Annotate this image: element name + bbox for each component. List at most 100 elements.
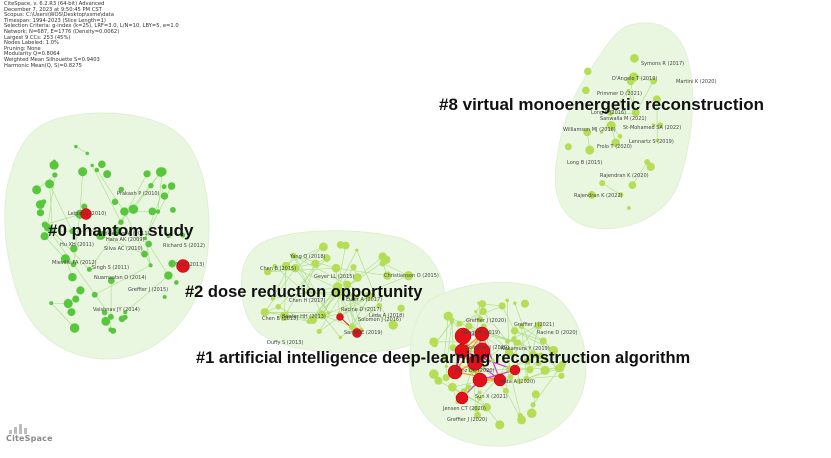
reference-node[interactable] <box>155 167 166 177</box>
reference-node[interactable] <box>447 382 457 392</box>
reference-node[interactable] <box>98 160 106 169</box>
reference-node[interactable] <box>180 232 186 238</box>
reference-node[interactable] <box>70 244 78 253</box>
reference-node[interactable] <box>502 387 509 394</box>
reference-node[interactable] <box>543 356 548 361</box>
reference-node[interactable] <box>403 271 414 281</box>
reference-node[interactable] <box>169 206 176 213</box>
reference-node[interactable] <box>531 390 540 399</box>
burst-node[interactable] <box>454 343 470 359</box>
reference-node[interactable] <box>479 307 487 316</box>
reference-node[interactable] <box>118 186 125 193</box>
reference-node[interactable] <box>587 191 596 199</box>
reference-node[interactable] <box>528 350 537 359</box>
reference-node[interactable] <box>63 298 73 309</box>
reference-node[interactable] <box>655 138 660 143</box>
reference-node[interactable] <box>644 159 651 165</box>
reference-node[interactable] <box>348 323 355 330</box>
reference-node[interactable] <box>443 311 453 321</box>
reference-node[interactable] <box>350 264 357 271</box>
reference-node[interactable] <box>326 311 331 315</box>
reference-node[interactable] <box>444 364 448 368</box>
reference-node[interactable] <box>628 181 637 189</box>
reference-node[interactable] <box>349 293 354 298</box>
reference-node[interactable] <box>332 282 343 292</box>
reference-node[interactable] <box>517 415 527 425</box>
reference-node[interactable] <box>558 360 566 369</box>
reference-node[interactable] <box>465 384 472 391</box>
reference-node[interactable] <box>526 365 534 374</box>
reference-node[interactable] <box>652 95 661 104</box>
reference-node[interactable] <box>319 242 328 252</box>
reference-node[interactable] <box>498 302 506 310</box>
reference-node[interactable] <box>354 294 360 300</box>
reference-node[interactable] <box>355 248 359 252</box>
reference-node[interactable] <box>155 209 161 214</box>
reference-node[interactable] <box>465 322 473 330</box>
reference-node[interactable] <box>478 300 487 308</box>
reference-node[interactable] <box>627 206 631 210</box>
reference-node[interactable] <box>558 372 565 379</box>
burst-node[interactable] <box>336 313 344 321</box>
reference-node[interactable] <box>530 402 536 408</box>
reference-node[interactable] <box>646 162 655 171</box>
reference-node[interactable] <box>322 254 331 262</box>
reference-node[interactable] <box>474 411 482 419</box>
reference-node[interactable] <box>41 221 49 228</box>
reference-node[interactable] <box>161 184 167 190</box>
reference-node[interactable] <box>526 408 537 419</box>
reference-node[interactable] <box>162 294 167 300</box>
reference-node[interactable] <box>308 315 318 325</box>
reference-node[interactable] <box>630 53 639 63</box>
reference-node[interactable] <box>67 308 76 317</box>
reference-node[interactable] <box>650 77 657 85</box>
reference-node[interactable] <box>505 338 510 344</box>
reference-node[interactable] <box>585 145 595 155</box>
reference-node[interactable] <box>534 321 543 330</box>
reference-node[interactable] <box>434 376 443 385</box>
burst-node[interactable] <box>474 326 490 342</box>
reference-node[interactable] <box>166 233 171 239</box>
reference-node[interactable] <box>103 170 112 179</box>
reference-node[interactable] <box>85 151 90 156</box>
reference-node[interactable] <box>365 292 374 301</box>
cluster-label-1[interactable]: #1 artificial intelligence deep-learning… <box>196 349 690 367</box>
reference-node[interactable] <box>281 261 291 271</box>
reference-node[interactable] <box>108 327 114 333</box>
burst-node[interactable] <box>447 364 463 380</box>
reference-node[interactable] <box>41 199 47 205</box>
reference-node[interactable] <box>651 123 656 127</box>
reference-node[interactable] <box>291 264 300 273</box>
reference-node[interactable] <box>69 228 76 235</box>
reference-node[interactable] <box>607 110 614 117</box>
reference-node[interactable] <box>518 323 525 329</box>
reference-node[interactable] <box>449 344 457 352</box>
reference-node[interactable] <box>270 296 275 301</box>
reference-node[interactable] <box>101 316 111 326</box>
reference-node[interactable] <box>353 273 362 282</box>
reference-node[interactable] <box>388 320 398 330</box>
reference-node[interactable] <box>523 357 531 365</box>
reference-node[interactable] <box>40 232 49 241</box>
reference-node[interactable] <box>94 167 100 173</box>
reference-node[interactable] <box>540 365 550 375</box>
reference-node[interactable] <box>260 308 269 317</box>
reference-node[interactable] <box>76 286 85 295</box>
reference-node[interactable] <box>441 355 448 362</box>
reference-node[interactable] <box>611 138 620 147</box>
reference-node[interactable] <box>60 254 71 264</box>
reference-node[interactable] <box>397 304 405 312</box>
reference-node[interactable] <box>160 192 169 200</box>
reference-node[interactable] <box>474 309 478 314</box>
reference-node[interactable] <box>168 259 177 268</box>
burst-node[interactable] <box>455 391 469 405</box>
reference-node[interactable] <box>72 295 80 303</box>
reference-node[interactable] <box>442 373 450 382</box>
reference-node[interactable] <box>490 358 495 363</box>
reference-node[interactable] <box>148 182 154 189</box>
cluster-label-2[interactable]: #2 dose reduction opportunity <box>185 283 423 301</box>
reference-node[interactable] <box>317 310 327 320</box>
reference-node[interactable] <box>141 250 148 258</box>
reference-node[interactable] <box>631 108 640 117</box>
burst-node[interactable] <box>493 373 507 387</box>
